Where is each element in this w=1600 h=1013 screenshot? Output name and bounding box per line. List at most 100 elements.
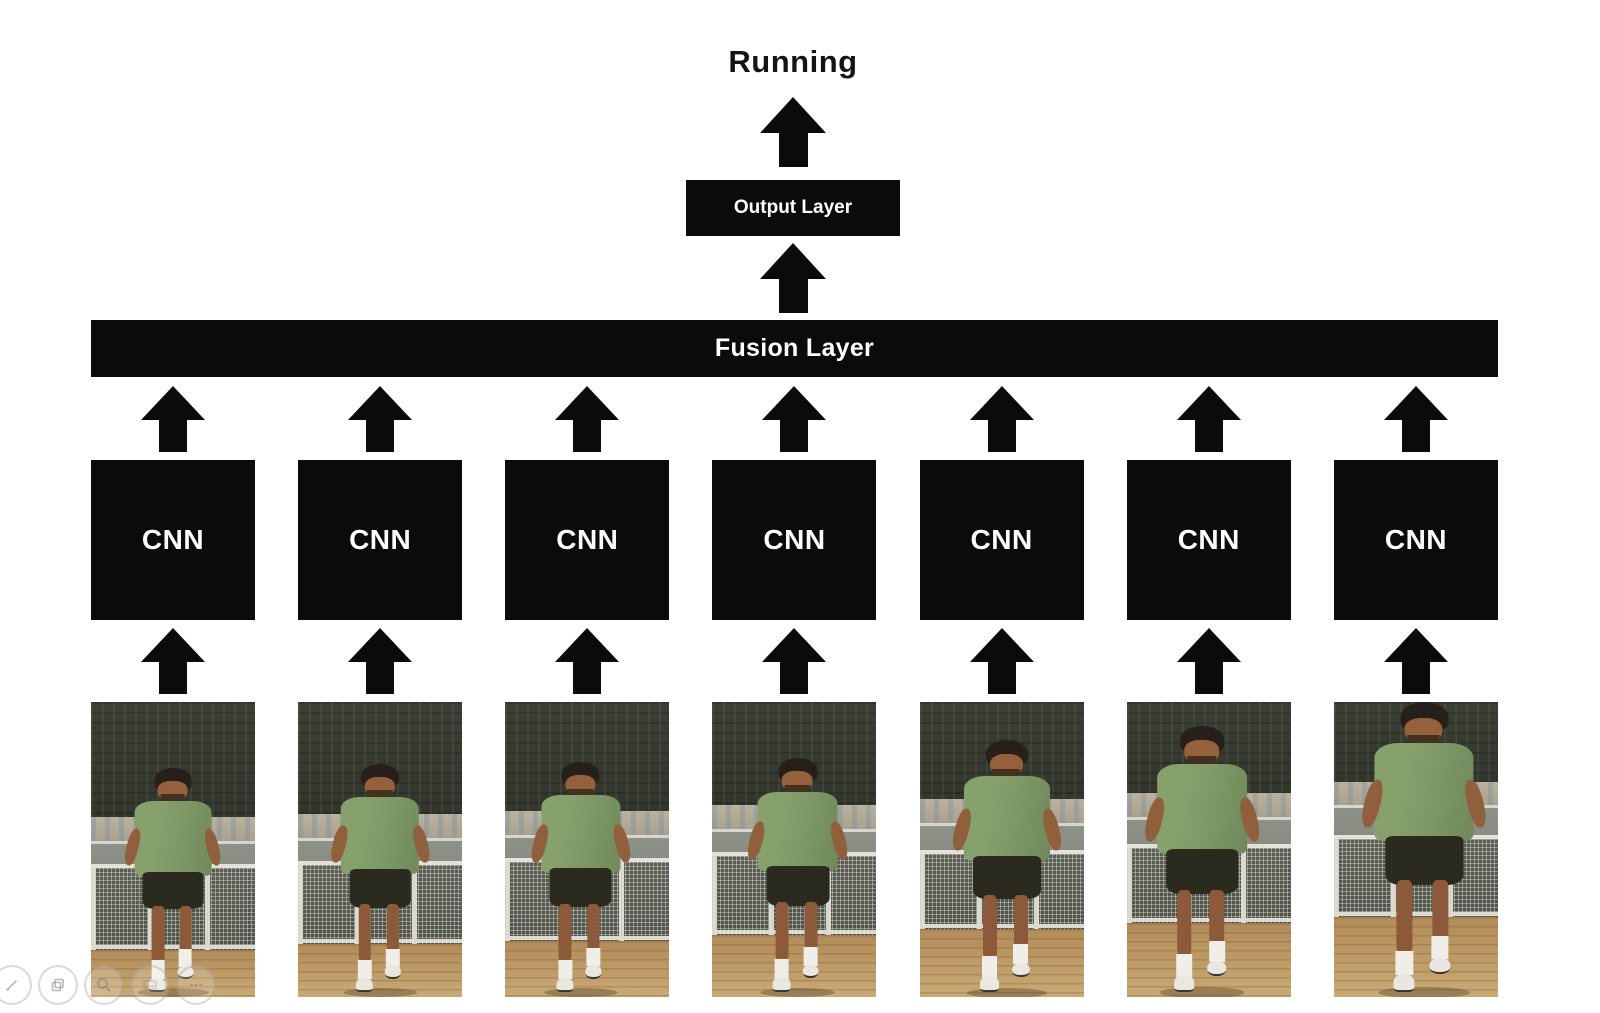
runner-shorts (142, 871, 204, 910)
runner-left-leg (358, 904, 372, 963)
up-arrow-11 (762, 628, 827, 694)
runner-left-leg (982, 895, 997, 959)
runner-shirt (341, 797, 420, 874)
runner-left-leg (151, 905, 165, 963)
runner-figure (1358, 702, 1490, 997)
up-arrow-3 (555, 386, 620, 452)
subtitles-icon[interactable] (130, 965, 170, 1005)
runner-left-sock (982, 956, 998, 978)
runner-right-sock (586, 948, 601, 967)
up-arrow-13 (1176, 628, 1241, 694)
runner-left-shoe (1173, 975, 1194, 992)
runner-shadow (966, 987, 1047, 997)
up-arrow-fusion-to-output (760, 243, 826, 313)
runner-figure (328, 764, 432, 997)
boardwalk (1126, 923, 1291, 997)
runner-figure (1142, 725, 1263, 997)
runner-beard (1407, 734, 1440, 746)
runner-right-shoe (1429, 958, 1451, 975)
cnn-box-2: CNN (298, 460, 463, 620)
runner-frame-3 (505, 702, 670, 997)
runner-left-shoe (355, 977, 373, 993)
runner-frame-5 (919, 702, 1084, 997)
runner-figure (122, 768, 224, 997)
runner-right-leg (1432, 880, 1449, 941)
up-arrow-1 (141, 386, 205, 452)
runner-shirt (134, 800, 212, 877)
runner-beard (784, 784, 811, 794)
runner-beard (567, 788, 594, 797)
runner-figure (949, 740, 1064, 997)
cnn-box-4: CNN (712, 460, 877, 620)
more-options-icon[interactable] (176, 965, 216, 1005)
runner-right-leg (804, 902, 818, 951)
runner-shadow (343, 988, 417, 997)
runner-shorts (349, 869, 411, 908)
up-arrow-2 (348, 386, 413, 452)
cnn-box-6: CNN (1126, 460, 1291, 620)
presentation-toolbar (0, 965, 216, 1005)
boardwalk (1333, 917, 1498, 997)
up-arrow-5 (969, 386, 1034, 452)
up-arrow-8 (141, 628, 205, 694)
video-frames-row (91, 702, 1498, 997)
arrow-shaft (778, 133, 808, 167)
up-arrow-10 (555, 628, 620, 694)
runner-left-leg (775, 902, 789, 962)
boardwalk (919, 929, 1084, 997)
output-layer-box: Output Layer (686, 180, 900, 236)
zoom-icon[interactable] (84, 965, 124, 1005)
runner-left-sock (1176, 954, 1193, 977)
runner-beard (1186, 756, 1217, 766)
cnn-box-1: CNN (91, 460, 255, 620)
pen-icon[interactable] (0, 965, 32, 1005)
runner-shadow (1378, 986, 1471, 997)
runner-shadow (1159, 987, 1245, 997)
runner-shadow (137, 988, 209, 997)
boardwalk (298, 943, 463, 997)
runner-figure (528, 762, 633, 997)
fusion-layer-bar: Fusion Layer (91, 320, 1498, 377)
prediction-label: Running (728, 44, 858, 79)
runner-shorts (1384, 835, 1464, 885)
runner-right-shoe (1207, 960, 1227, 977)
runner-left-shoe (772, 977, 791, 993)
frame-to-cnn-arrows (91, 628, 1498, 694)
runner-beard (367, 790, 393, 799)
runner-shirt (757, 791, 838, 871)
prediction-stack: Running Output Layer (686, 44, 900, 313)
runner-shadow (760, 987, 835, 997)
runner-shirt (541, 795, 620, 873)
runner-right-leg (1013, 895, 1028, 948)
runner-frame-2 (298, 702, 463, 997)
runner-right-shoe (384, 965, 401, 979)
runner-right-leg (587, 903, 600, 952)
runner-right-sock (1431, 936, 1449, 960)
cnn-box-5: CNN (919, 460, 1084, 620)
runner-left-sock (558, 959, 573, 979)
runner-left-sock (774, 958, 789, 979)
cnn-box-7: CNN (1333, 460, 1498, 620)
runner-left-sock (358, 959, 372, 979)
runner-right-sock (803, 947, 818, 966)
up-arrow-output-to-prediction (760, 97, 826, 167)
runner-frame-7 (1333, 702, 1498, 997)
runner-right-leg (1209, 889, 1225, 946)
runner-right-shoe (585, 965, 602, 979)
runner-left-leg (1176, 889, 1192, 957)
up-arrow-14 (1383, 628, 1448, 694)
slides-overview-icon[interactable] (38, 965, 78, 1005)
runner-figure (744, 758, 851, 997)
runner-left-leg (1396, 880, 1413, 954)
runner-frame-1 (91, 702, 255, 997)
runner-right-shoe (802, 964, 820, 979)
up-arrow-7 (1383, 386, 1448, 452)
boardwalk (712, 935, 877, 997)
up-arrow-4 (762, 386, 827, 452)
up-arrow-9 (348, 628, 413, 694)
runner-frame-4 (712, 702, 877, 997)
runner-shorts (766, 866, 830, 906)
arrow-head-icon (760, 97, 826, 133)
runner-shorts (972, 856, 1041, 899)
